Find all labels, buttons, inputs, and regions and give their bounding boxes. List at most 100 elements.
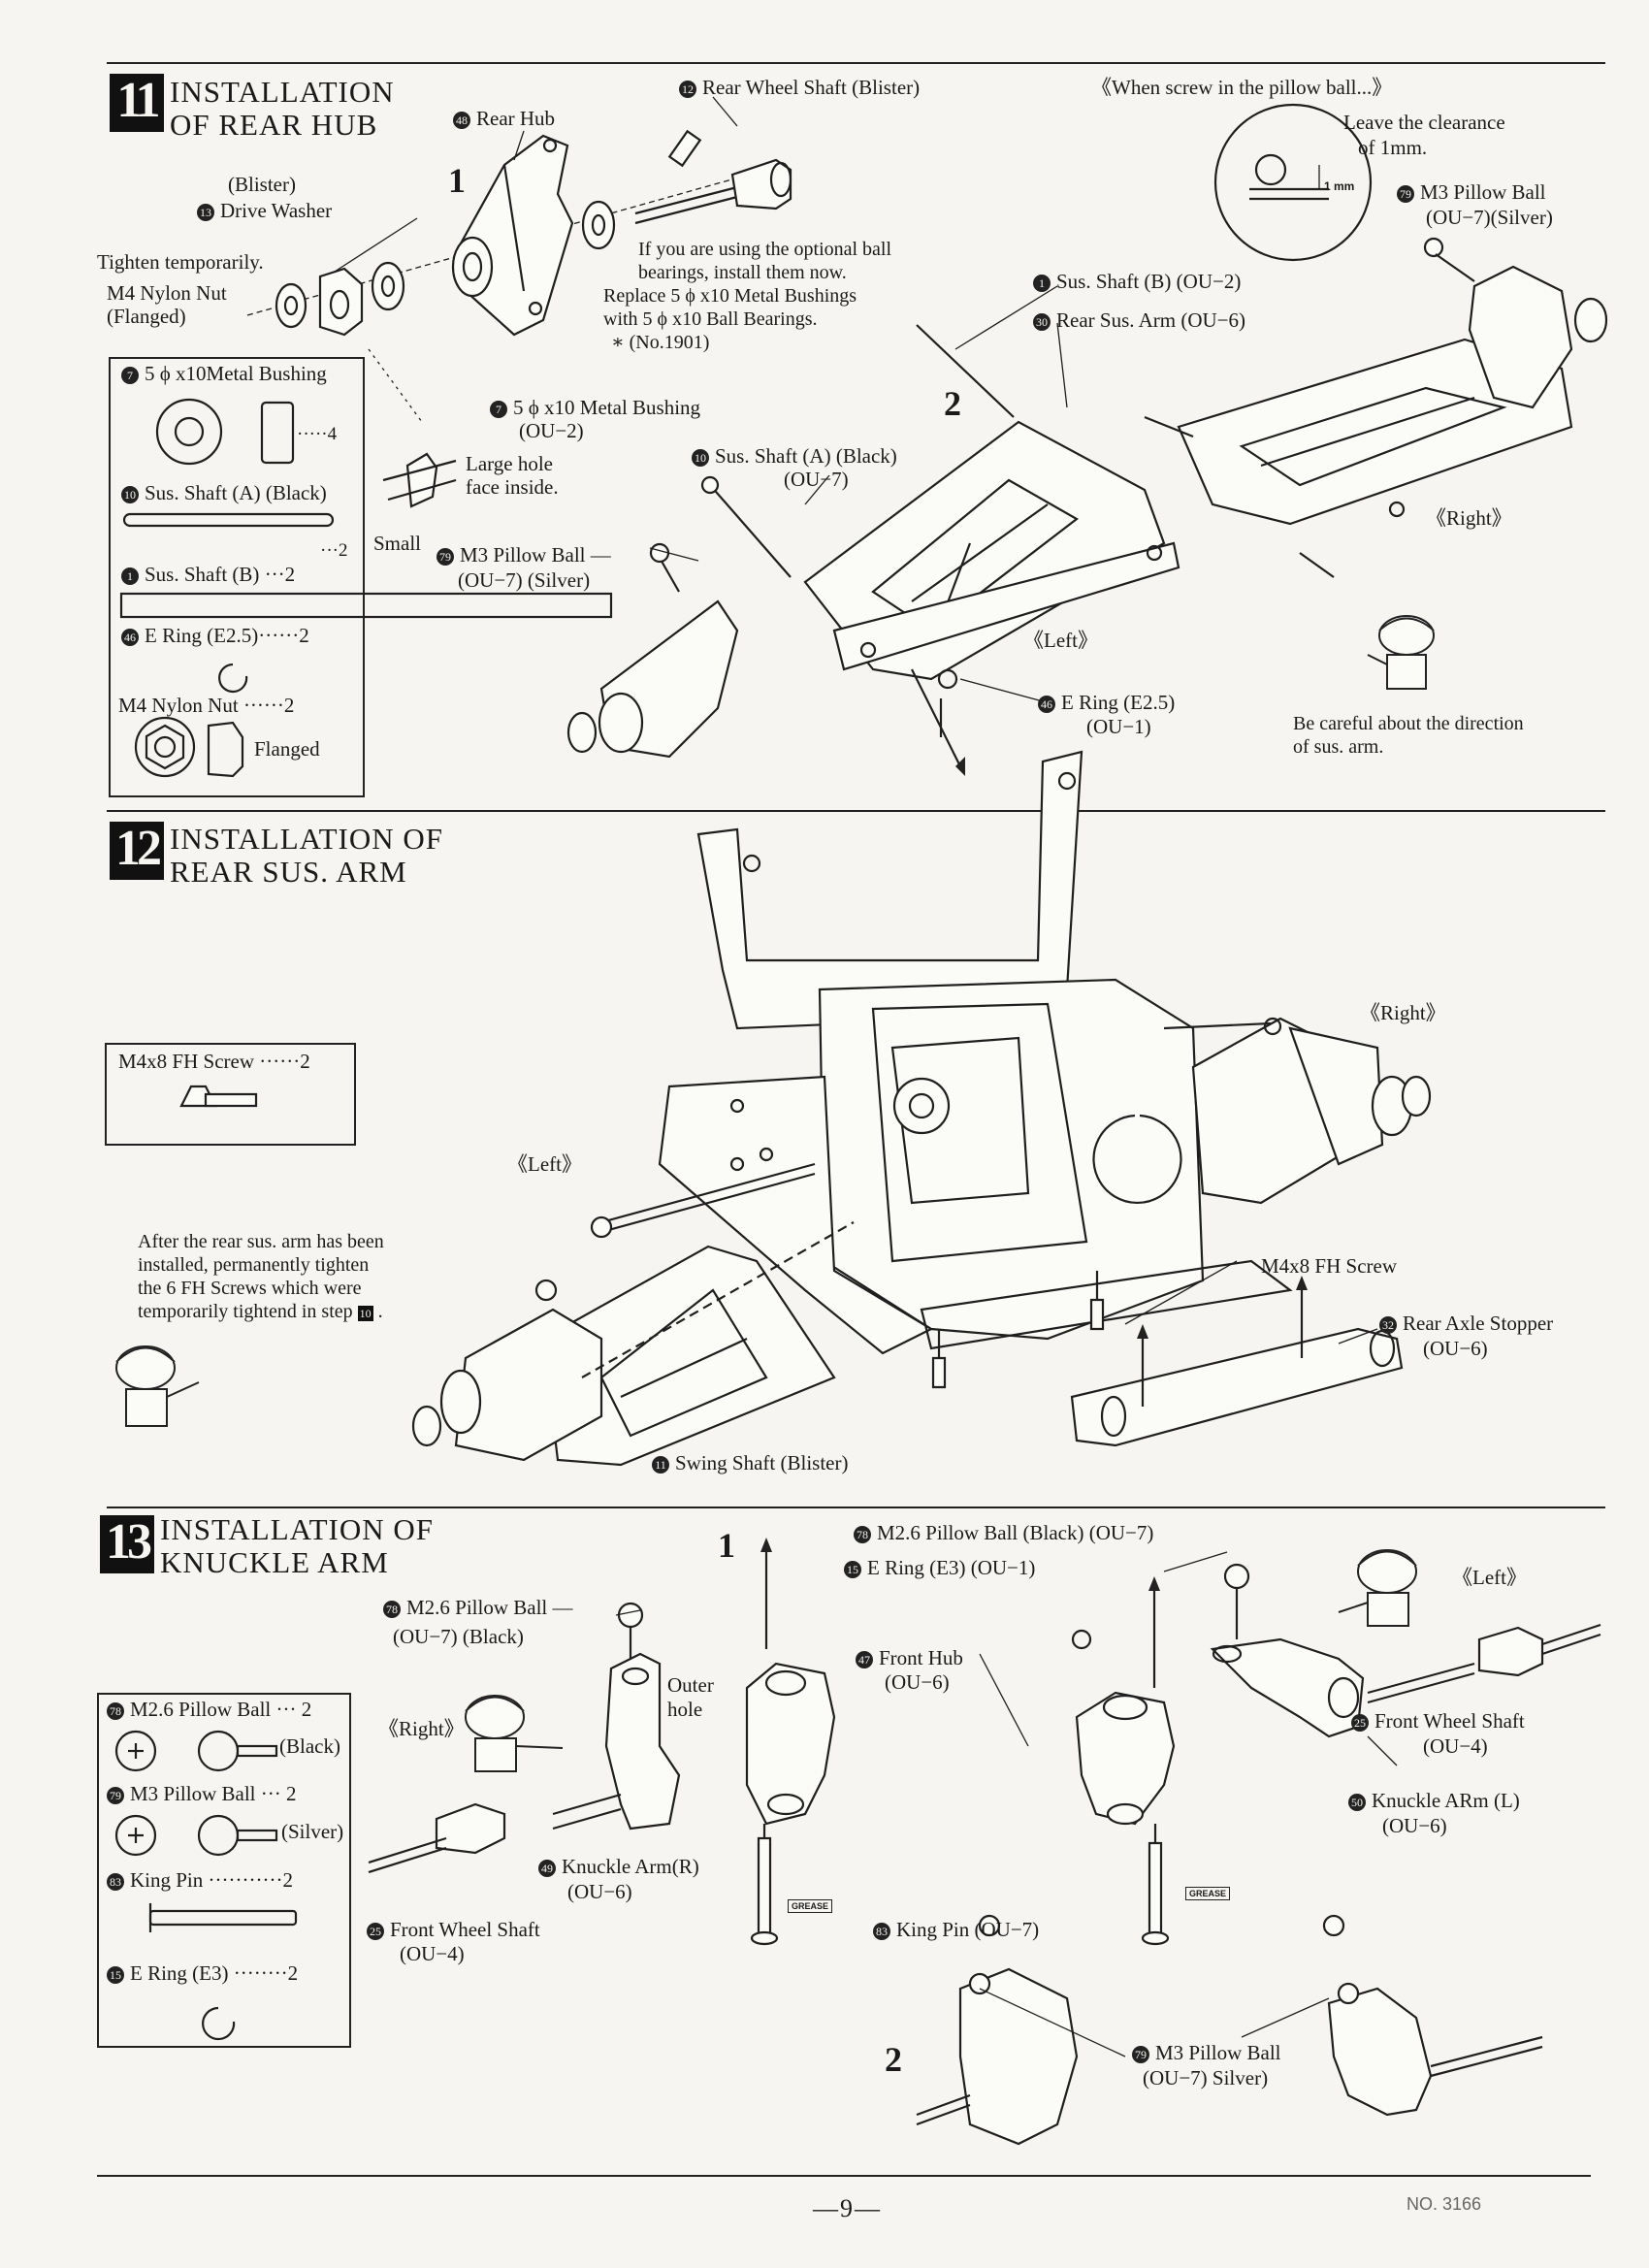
label-text: E Ring (E3) (OU−1) (867, 1556, 1036, 1579)
front-hub-right-drawing (745, 1538, 836, 1826)
label-front-hub-code: (OU−6) (885, 1670, 950, 1694)
label-face-inside: face inside. (466, 475, 559, 499)
label-text: Sus. Shaft (A) (Black) (715, 444, 897, 468)
part-number-badge: 48 (453, 112, 470, 129)
knuckle-step2-left-drawing (916, 1914, 1079, 2146)
part-number-badge: 7 (490, 401, 507, 418)
label-outer-hole-1: Outer (667, 1673, 714, 1697)
mascot-step13-left (1338, 1549, 1417, 1627)
part-number-badge: 78 (854, 1526, 871, 1543)
step-12-number: 12 (110, 822, 164, 880)
part-number-badge: 79 (436, 548, 454, 566)
rear-wheel-shaft-drawing (634, 129, 792, 225)
parts-box-step11 (109, 357, 365, 797)
label-sus-shaft-a-code: (OU−7) (784, 468, 849, 491)
step-13-title-line2: KNUCKLE ARM (160, 1545, 389, 1579)
label-text: E Ring (E2.5) (1061, 691, 1176, 714)
part-number-badge: 12 (679, 81, 696, 98)
label-text: M3 Pillow Ball (1155, 2041, 1281, 2064)
label-metal-bushing: 7 5 ϕ x10 Metal Bushing (490, 396, 700, 419)
left-arm-step12-drawing (411, 1162, 855, 1467)
part-number-badge: 13 (197, 204, 214, 221)
clearance-detail-drawing (1213, 103, 1373, 262)
label-when-screw-pillow-ball: 《When screw in the pillow ball...》 (1091, 76, 1393, 99)
after-note-3: the 6 FH Screws which were (138, 1278, 362, 1299)
label-knuckle-arm-l-code: (OU−6) (1382, 1814, 1447, 1837)
divider-11-12 (107, 810, 1605, 812)
step-ref-badge: 10 (357, 1306, 373, 1321)
label-right-step13: 《Right》 (378, 1717, 465, 1740)
part-number-badge: 25 (1351, 1714, 1369, 1732)
part-number-badge: 78 (383, 1601, 401, 1618)
step-11-title-line1: INSTALLATION (170, 75, 395, 109)
bushing-drawing (371, 261, 405, 311)
label-text: King Pin (OU−7) (896, 1918, 1040, 1941)
label-small: Small (373, 532, 422, 555)
step-12-title-line1: INSTALLATION OF (170, 822, 444, 856)
label-text: Front Wheel Shaft (1374, 1709, 1525, 1733)
label-right: 《Right》 (1426, 506, 1512, 530)
label-nylon-nut: M4 Nylon Nut (107, 281, 227, 305)
part-name: Sus. Shaft (A) (Black) (145, 481, 327, 504)
part-number-badge: 1 (1033, 275, 1051, 292)
after-note-4-text: temporarily tightend in step (138, 1301, 353, 1322)
label-rear-wheel-shaft: 12 Rear Wheel Shaft (Blister) (679, 76, 920, 99)
part-number-badge: 46 (121, 629, 139, 646)
parts-11-bushing-qty: ·····4 (297, 424, 338, 444)
label-king-pin: 83 King Pin (OU−7) (873, 1918, 1039, 1941)
label-nylon-nut-flanged: (Flanged) (107, 305, 186, 328)
part-number-badge: 79 (1397, 185, 1414, 203)
parts-box-step13 (97, 1693, 351, 2048)
label-leave-clearance: Leave the clearance (1343, 111, 1505, 134)
mascot-step13-right (465, 1695, 564, 1772)
right-rear-arm-drawing (1144, 237, 1608, 578)
label-text: Rear Wheel Shaft (Blister) (702, 76, 921, 99)
label-text: Knuckle ARm (L) (1372, 1789, 1520, 1812)
label-metal-bushing-code: (OU−2) (519, 419, 584, 442)
bushing-orientation-icon (382, 452, 457, 508)
label-pillow-ball-left-code: (OU−7) (Silver) (458, 568, 591, 592)
label-text: 5 ϕ x10 Metal Bushing (513, 396, 701, 419)
label-rear-axle-stopper-code: (OU−6) (1423, 1337, 1488, 1360)
after-note-4: temporarily tightend in step 10 . (138, 1301, 383, 1322)
optional-bearing-note-2: bearings, install them now. (638, 262, 847, 283)
parts-13-m26-black: (Black) (279, 1734, 340, 1758)
label-right-step12: 《Right》 (1360, 1001, 1446, 1024)
part-number-badge: 47 (856, 1651, 873, 1669)
part-name: M4 Nylon Nut (118, 694, 239, 717)
label-left: 《Left》 (1023, 629, 1098, 652)
part-number-badge: 83 (873, 1923, 890, 1940)
label-text: Rear Hub (476, 107, 556, 130)
part-number-badge: 78 (107, 1702, 124, 1720)
label-blister: (Blister) (228, 173, 296, 196)
optional-bearing-note-3: Replace 5 ϕ x10 Metal Bushings (603, 285, 857, 307)
label-e-ring-code: (OU−1) (1086, 715, 1151, 738)
part-qty: ···········2 (208, 1868, 293, 1892)
label-left-step12: 《Left》 (507, 1152, 582, 1176)
label-text: Front Hub (879, 1646, 963, 1669)
step-13-substep-1: 1 (718, 1526, 735, 1565)
chassis-drawing (658, 750, 1293, 1355)
part-name: Sus. Shaft (B) (145, 563, 260, 586)
step-11-substep-1: 1 (448, 161, 466, 200)
part-qty: ········2 (233, 1961, 299, 1985)
label-rear-hub: 48 Rear Hub (453, 107, 555, 130)
label-of-1mm: of 1mm. (1358, 136, 1428, 159)
label-m26-pillow-ball-left-code: (OU−7) (Black) (393, 1625, 524, 1648)
label-text: Rear Axle Stopper (1403, 1312, 1554, 1335)
